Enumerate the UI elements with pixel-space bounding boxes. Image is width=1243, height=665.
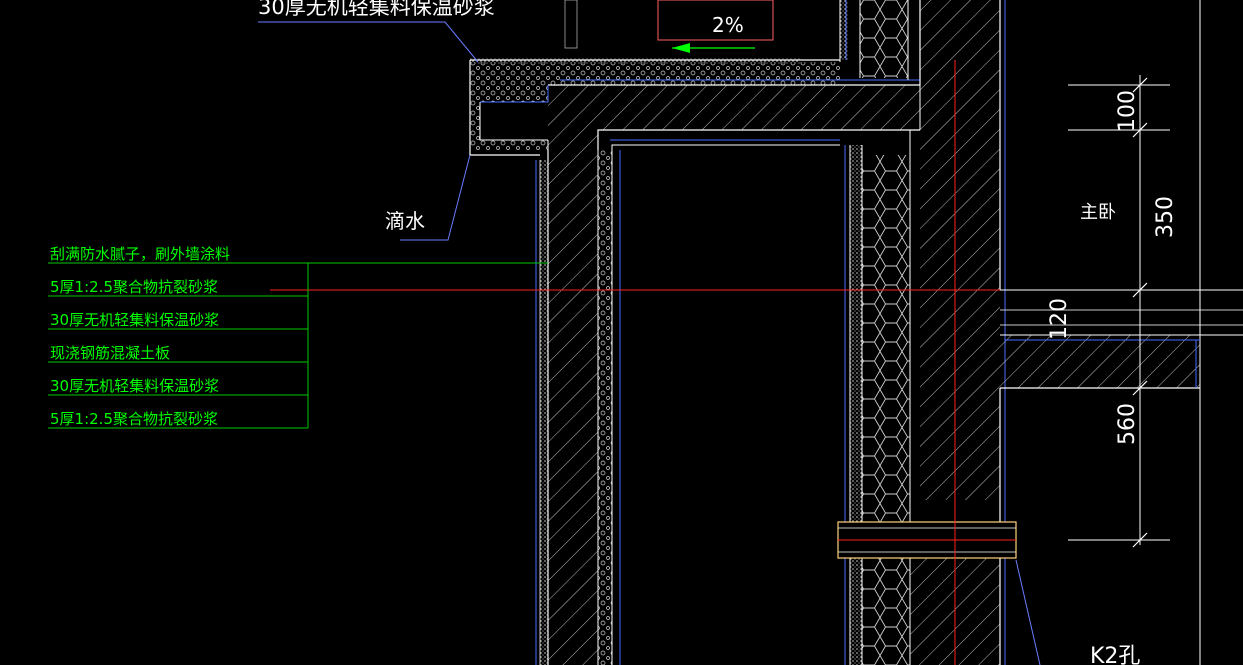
dim-350: 350	[1153, 196, 1178, 238]
layer-note-1: 刮满防水腻子，刷外墙涂料	[50, 245, 230, 263]
layer-note-lines	[48, 262, 548, 429]
top-insulation-note: 30厚无机轻集料保温砂浆	[258, 0, 495, 19]
k2-hole-sleeve	[837, 521, 1041, 665]
drip-leader	[400, 154, 471, 241]
upper-column	[839, 0, 909, 80]
dim-120: 120	[1047, 298, 1072, 340]
right-column	[844, 0, 1006, 665]
hole-label: K2孔	[1090, 644, 1140, 665]
layer-note-3: 30厚无机轻集料保温砂浆	[50, 311, 219, 329]
room-label: 主卧	[1080, 202, 1116, 223]
dim-560: 560	[1115, 403, 1140, 445]
left-wall	[535, 150, 621, 665]
drip-label: 滴水	[385, 209, 425, 233]
floor-slab	[1000, 0, 1243, 665]
slope-label: 2%	[712, 13, 744, 37]
axis-lines	[270, 60, 1000, 665]
dimension-labels: 100 350 120 560	[1047, 90, 1178, 445]
layer-note-2: 5厚1:2.5聚合物抗裂砂浆	[50, 278, 218, 296]
top-note-leader	[258, 21, 479, 63]
layer-note-4: 现浇钢筋混凝土板	[50, 344, 170, 362]
layer-note-5: 30厚无机轻集料保温砂浆	[50, 377, 219, 395]
slope-indicator	[564, 0, 774, 53]
dim-100: 100	[1115, 90, 1140, 132]
dimension-lines	[1068, 75, 1170, 548]
layer-note-6: 5厚1:2.5聚合物抗裂砂浆	[50, 410, 218, 428]
layer-notes: 刮满防水腻子，刷外墙涂料 5厚1:2.5聚合物抗裂砂浆 30厚无机轻集料保温砂浆…	[50, 245, 230, 428]
